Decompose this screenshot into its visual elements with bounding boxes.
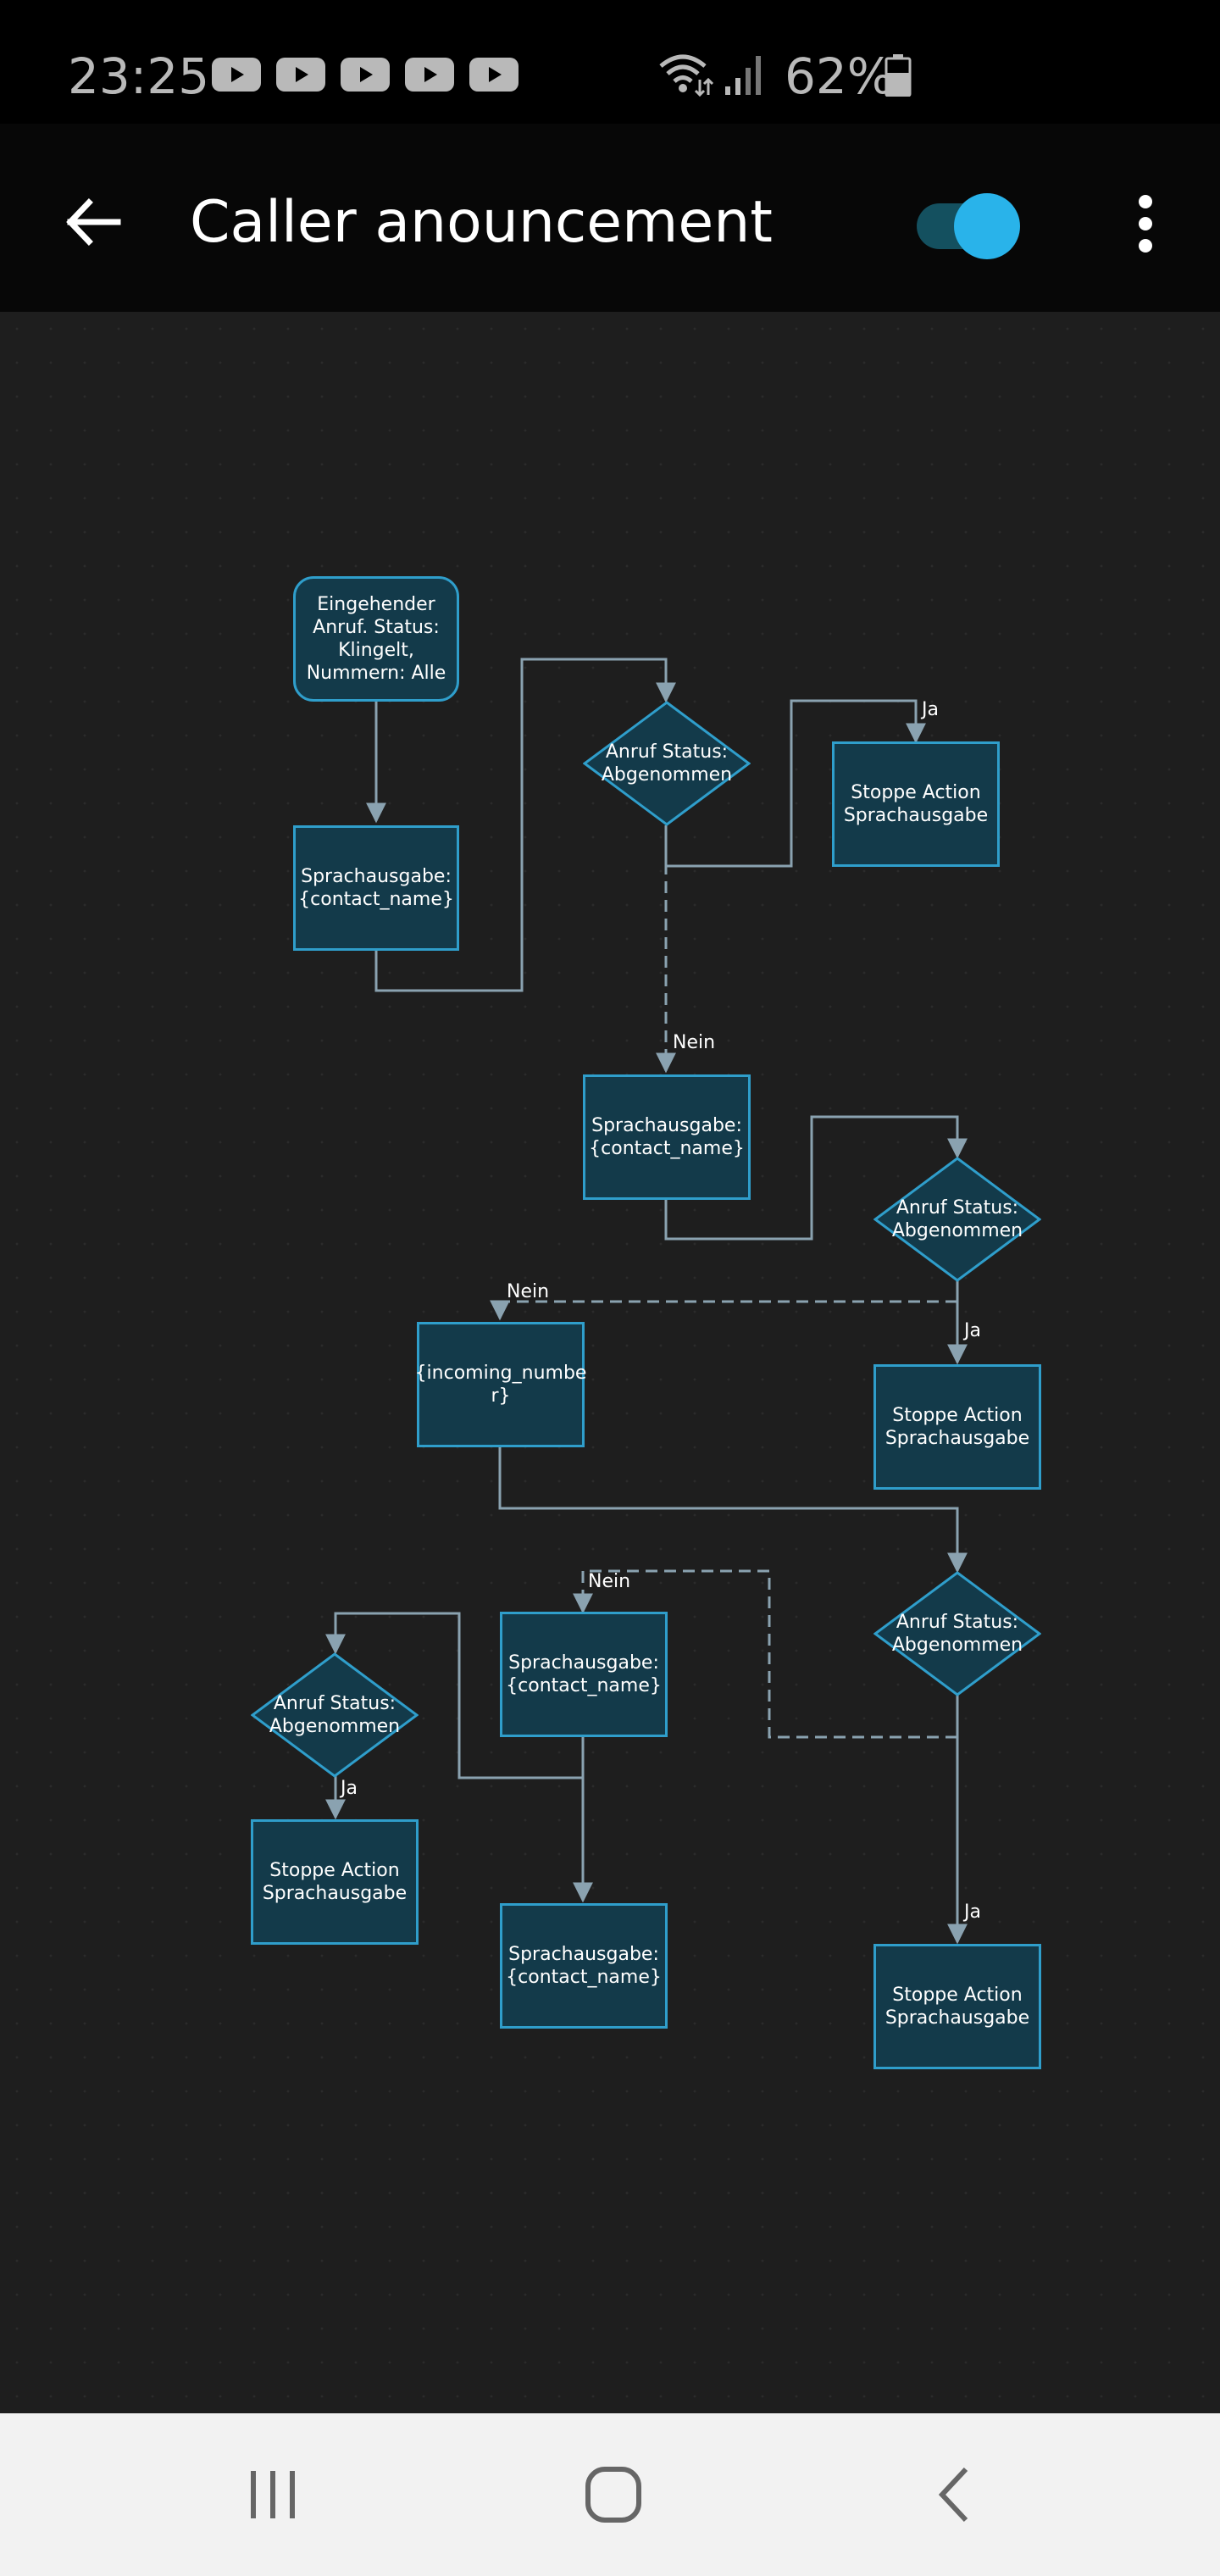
home-icon — [585, 2467, 641, 2523]
connector — [573, 1569, 957, 1739]
flow-node-check-1[interactable]: Anruf Status: Abgenommen — [583, 701, 751, 826]
recent-apps-icon — [251, 2471, 295, 2518]
recent-apps-button[interactable] — [222, 2447, 324, 2542]
more-options-button[interactable] — [1118, 180, 1173, 268]
flow-node-speak-2[interactable]: Sprachausgabe: {contact_name} — [583, 1074, 751, 1200]
edge-label-yes: Ja — [964, 1320, 981, 1341]
decision-shape — [251, 1652, 419, 1778]
battery-icon — [884, 54, 912, 97]
flow-node-stop-1[interactable]: Stoppe Action Sprachausgabe — [832, 741, 1000, 867]
node-label: Stoppe Action Sprachausgabe — [884, 1405, 1030, 1449]
node-label: Stoppe Action Sprachausgabe — [843, 782, 989, 826]
flow-connectors — [325, 658, 968, 1945]
connector — [498, 1446, 968, 1574]
node-label: Sprachausgabe: {contact_name} — [298, 866, 454, 910]
signal-icon — [725, 56, 761, 95]
decision-shape — [873, 1571, 1041, 1696]
more-vert-icon — [1139, 195, 1152, 253]
edge-label-yes: Ja — [964, 1901, 981, 1923]
node-label: Anruf Status: Abgenommen — [269, 1693, 401, 1737]
connector — [374, 658, 676, 992]
node-label: Sprachausgabe: {contact_name} — [589, 1115, 745, 1159]
edge-label-yes: Ja — [341, 1778, 358, 1799]
flow-node-stop-2[interactable]: Stoppe Action Sprachausgabe — [873, 1364, 1041, 1490]
flow-node-check-2[interactable]: Anruf Status: Abgenommen — [873, 1157, 1041, 1282]
node-label: Stoppe Action Sprachausgabe — [262, 1860, 408, 1904]
flow-canvas[interactable]: Eingehender Anruf. Status: Klingelt, Num… — [0, 312, 1220, 2413]
connector — [325, 1612, 583, 1779]
home-button[interactable] — [563, 2447, 664, 2542]
node-label: Stoppe Action Sprachausgabe — [884, 1985, 1030, 2029]
decision-shape — [583, 701, 751, 826]
back-arrow-icon — [66, 198, 121, 246]
notification-icons — [212, 58, 518, 92]
youtube-icon — [405, 58, 454, 92]
flow-node-speak-4[interactable]: Sprachausgabe: {contact_name} — [500, 1903, 668, 2029]
flow-node-incoming-number[interactable]: {incoming_numbe r} — [414, 1322, 587, 1447]
status-time: 23:25 — [68, 47, 210, 105]
connector — [490, 1300, 957, 1321]
youtube-icon — [469, 58, 518, 92]
connector — [664, 1115, 968, 1241]
edge-label-no: Nein — [673, 1032, 716, 1053]
decision-shape — [873, 1157, 1041, 1282]
system-nav-bar — [0, 2413, 1220, 2576]
battery-percent: 62% — [785, 47, 894, 105]
flow-node-speak-3[interactable]: Sprachausgabe: {contact_name} — [500, 1612, 668, 1737]
back-button[interactable] — [54, 183, 132, 261]
node-label: {incoming_numbe r} — [414, 1363, 587, 1407]
enable-toggle[interactable] — [915, 193, 1022, 259]
node-label: Anruf Status: Abgenommen — [601, 741, 733, 786]
node-label: Sprachausgabe: {contact_name} — [506, 1652, 662, 1696]
app-bar: Caller anouncement — [0, 124, 1220, 312]
flow-node-trigger[interactable]: Eingehender Anruf. Status: Klingelt, Num… — [293, 576, 459, 702]
youtube-icon — [276, 58, 325, 92]
wifi-icon — [659, 54, 713, 97]
node-label: Anruf Status: Abgenommen — [891, 1197, 1023, 1241]
edge-label-yes: Ja — [922, 699, 939, 720]
back-icon — [938, 2467, 968, 2523]
nav-back-button[interactable] — [903, 2447, 1005, 2542]
flow-node-check-4[interactable]: Anruf Status: Abgenommen — [251, 1652, 419, 1778]
flow-node-stop-3[interactable]: Stoppe Action Sprachausgabe — [873, 1944, 1041, 2069]
edge-label-no: Nein — [507, 1281, 550, 1302]
node-label: Sprachausgabe: {contact_name} — [506, 1944, 662, 1988]
node-label: Anruf Status: Abgenommen — [891, 1612, 1023, 1656]
flow-node-check-3[interactable]: Anruf Status: Abgenommen — [873, 1571, 1041, 1696]
status-bar: 23:25 62% — [0, 0, 1220, 124]
edge-label-no: Nein — [588, 1571, 631, 1592]
flow-node-stop-4[interactable]: Stoppe Action Sprachausgabe — [251, 1819, 419, 1945]
node-label: Eingehender Anruf. Status: Klingelt, Num… — [306, 594, 446, 684]
page-title: Caller anouncement — [190, 189, 773, 256]
toggle-knob — [954, 193, 1020, 259]
connector — [664, 699, 926, 868]
youtube-icon — [341, 58, 390, 92]
youtube-icon — [212, 58, 261, 92]
flow-node-speak-1[interactable]: Sprachausgabe: {contact_name} — [293, 825, 459, 951]
